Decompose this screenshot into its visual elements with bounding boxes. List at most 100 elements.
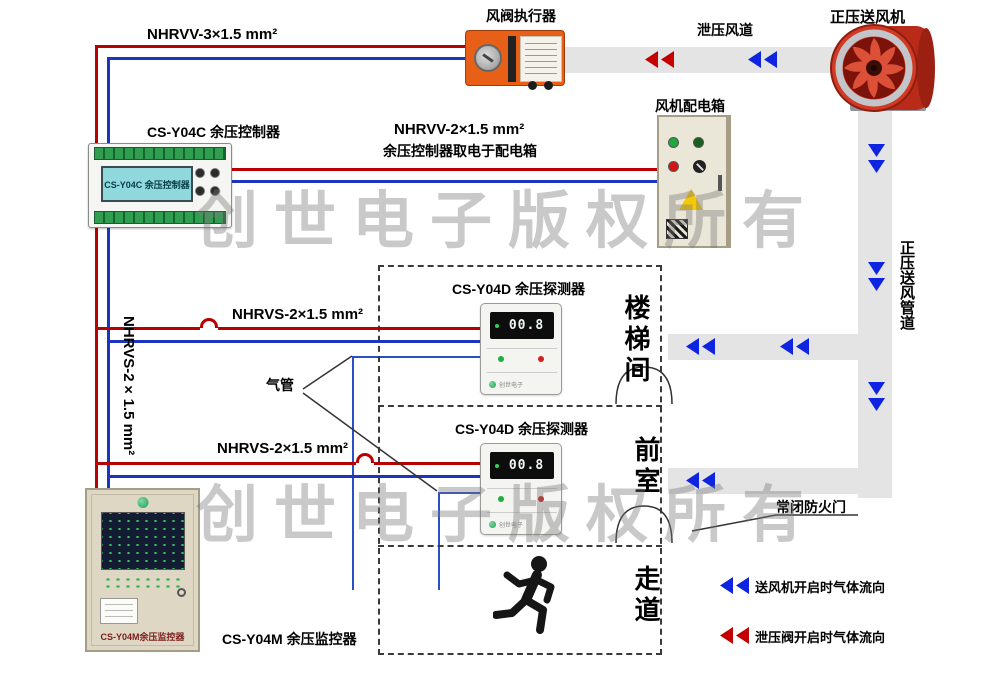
supply-flow-arrow bbox=[686, 472, 715, 489]
detector1-title: CS-Y04D 余压探测器 bbox=[452, 281, 586, 297]
wire-red bbox=[95, 327, 482, 330]
supply-flow-arrow bbox=[686, 338, 715, 355]
cabinet-handle bbox=[718, 175, 722, 191]
fan-illustration bbox=[830, 24, 935, 112]
monitor-screen bbox=[101, 512, 185, 570]
supply-flow-arrow-down bbox=[868, 144, 885, 173]
terminal-strip bbox=[94, 211, 226, 224]
hazard-sticker bbox=[666, 219, 688, 239]
indicator-light-green bbox=[668, 137, 679, 148]
wire-crossover-arc bbox=[200, 318, 218, 328]
wire-blue bbox=[107, 475, 482, 478]
divider bbox=[487, 488, 557, 489]
cable-gland bbox=[544, 81, 553, 90]
wire-blue bbox=[107, 57, 110, 145]
air-tube bbox=[438, 492, 480, 494]
air-tube-label: 气管 bbox=[266, 377, 294, 393]
pressure-detector-frontroom: 00.8 创世电子 bbox=[480, 443, 562, 535]
brand-logo-icon bbox=[137, 497, 148, 508]
wire-crossover bbox=[200, 327, 218, 330]
detector-leds bbox=[481, 356, 561, 362]
divider bbox=[487, 348, 557, 349]
monitor-panel-label: CS-Y04M余压监控器 bbox=[100, 632, 185, 642]
divider bbox=[487, 372, 557, 373]
branch-duct-stairwell bbox=[668, 334, 858, 360]
wire-nhrvv3-label: NHRVV-3×1.5 mm² bbox=[147, 26, 278, 43]
fan-label: 正压送风机 bbox=[830, 9, 906, 26]
brand-mark: 创世电子 bbox=[489, 380, 523, 389]
damper-actuator-device bbox=[465, 30, 565, 90]
supply-flow-arrow-down bbox=[868, 262, 885, 291]
fault-led-icon bbox=[538, 356, 544, 362]
wire-nhrvs-label-a: NHRVS-2×1.5 mm² bbox=[232, 306, 364, 323]
indicator-light-red bbox=[668, 161, 679, 172]
indicator-light-dark bbox=[693, 137, 704, 148]
pressure-monitor-cabinet: CS-Y04M余压监控器 bbox=[85, 488, 200, 652]
run-led-icon bbox=[498, 356, 504, 362]
controller-buttons bbox=[195, 168, 221, 200]
relief-flow-arrow bbox=[645, 51, 674, 68]
detector-display: 00.8 bbox=[490, 312, 554, 339]
brand-text: 创世电子 bbox=[499, 523, 524, 529]
divider bbox=[487, 512, 557, 513]
wire-red bbox=[95, 45, 98, 145]
controller-screen: CS-Y04C 余压控制器 bbox=[101, 166, 193, 202]
room-partition bbox=[378, 545, 662, 547]
actuator-label: 风阀执行器 bbox=[486, 8, 556, 24]
brand-logo-icon bbox=[489, 521, 496, 528]
wire-blue bbox=[107, 57, 471, 60]
actuator-label-sticker bbox=[520, 36, 562, 82]
cabinet-lock bbox=[177, 588, 186, 597]
actuator-knob bbox=[474, 44, 502, 72]
status-led-icon bbox=[495, 323, 499, 328]
monitor-label-card bbox=[100, 598, 138, 624]
cabinet-door bbox=[91, 494, 194, 646]
terminal-strip bbox=[94, 147, 226, 160]
wire-red bbox=[230, 168, 658, 171]
pressure-controller-device: CS-Y04C 余压控制器 bbox=[88, 143, 232, 228]
supply-flow-arrow bbox=[780, 338, 809, 355]
wire-nhrvv2-note: 余压控制器取电于配电箱 bbox=[383, 143, 537, 159]
detector-display: 00.8 bbox=[490, 452, 554, 479]
brand-mark: 创世电子 bbox=[489, 520, 523, 529]
wire-crossover-arc bbox=[356, 453, 374, 463]
running-person-icon bbox=[492, 553, 565, 646]
room-partition bbox=[378, 405, 662, 407]
distribution-box-label: 风机配电箱 bbox=[655, 98, 725, 114]
wire-nhrvv2-label: NHRVV-2×1.5 mm² bbox=[394, 121, 525, 138]
wire-red bbox=[95, 226, 98, 490]
monitor-caption: CS-Y04M 余压监控器 bbox=[222, 631, 357, 647]
legend-relief-text: 泄压阀开启时气体流向 bbox=[755, 630, 886, 645]
wire-blue bbox=[107, 340, 482, 343]
power-distribution-box bbox=[657, 115, 731, 248]
room-label-frontroom: 前室 bbox=[631, 436, 661, 498]
air-tube bbox=[352, 356, 480, 358]
room-label-stairwell: 楼梯间 bbox=[621, 294, 651, 387]
supply-fan-device bbox=[816, 20, 940, 116]
brand-text: 创世电子 bbox=[499, 383, 524, 389]
monitor-led-grid bbox=[103, 576, 183, 590]
fire-door-label: 常闭防火门 bbox=[776, 499, 846, 515]
pressure-value: 00.8 bbox=[508, 318, 545, 333]
brand-logo-icon bbox=[489, 381, 496, 388]
wire-nhrvs-label-left: NHRVS-2×1.5 mm² bbox=[120, 316, 137, 456]
wire-red bbox=[95, 45, 469, 48]
warning-triangle-icon bbox=[679, 189, 703, 210]
pressure-detector-stairwell: 00.8 创世电子 bbox=[480, 303, 562, 395]
rotary-switch bbox=[693, 160, 706, 173]
detector-leds bbox=[481, 496, 561, 502]
status-led-icon bbox=[495, 463, 499, 468]
legend-relief-arrow bbox=[720, 627, 749, 644]
fault-led-icon bbox=[538, 496, 544, 502]
legend-supply-arrow bbox=[720, 577, 749, 594]
pressure-value: 00.8 bbox=[508, 458, 545, 473]
wire-red bbox=[95, 462, 482, 465]
supply-flow-arrow-down bbox=[868, 382, 885, 411]
controller-label: CS-Y04C 余压控制器 bbox=[147, 124, 281, 140]
air-tube bbox=[438, 492, 440, 590]
supply-duct-label: 正压送风管道 bbox=[898, 240, 915, 330]
room-label-corridor: 走道 bbox=[631, 565, 661, 627]
relief-duct-label: 泄压风道 bbox=[697, 22, 753, 38]
actuator-band bbox=[508, 36, 516, 82]
